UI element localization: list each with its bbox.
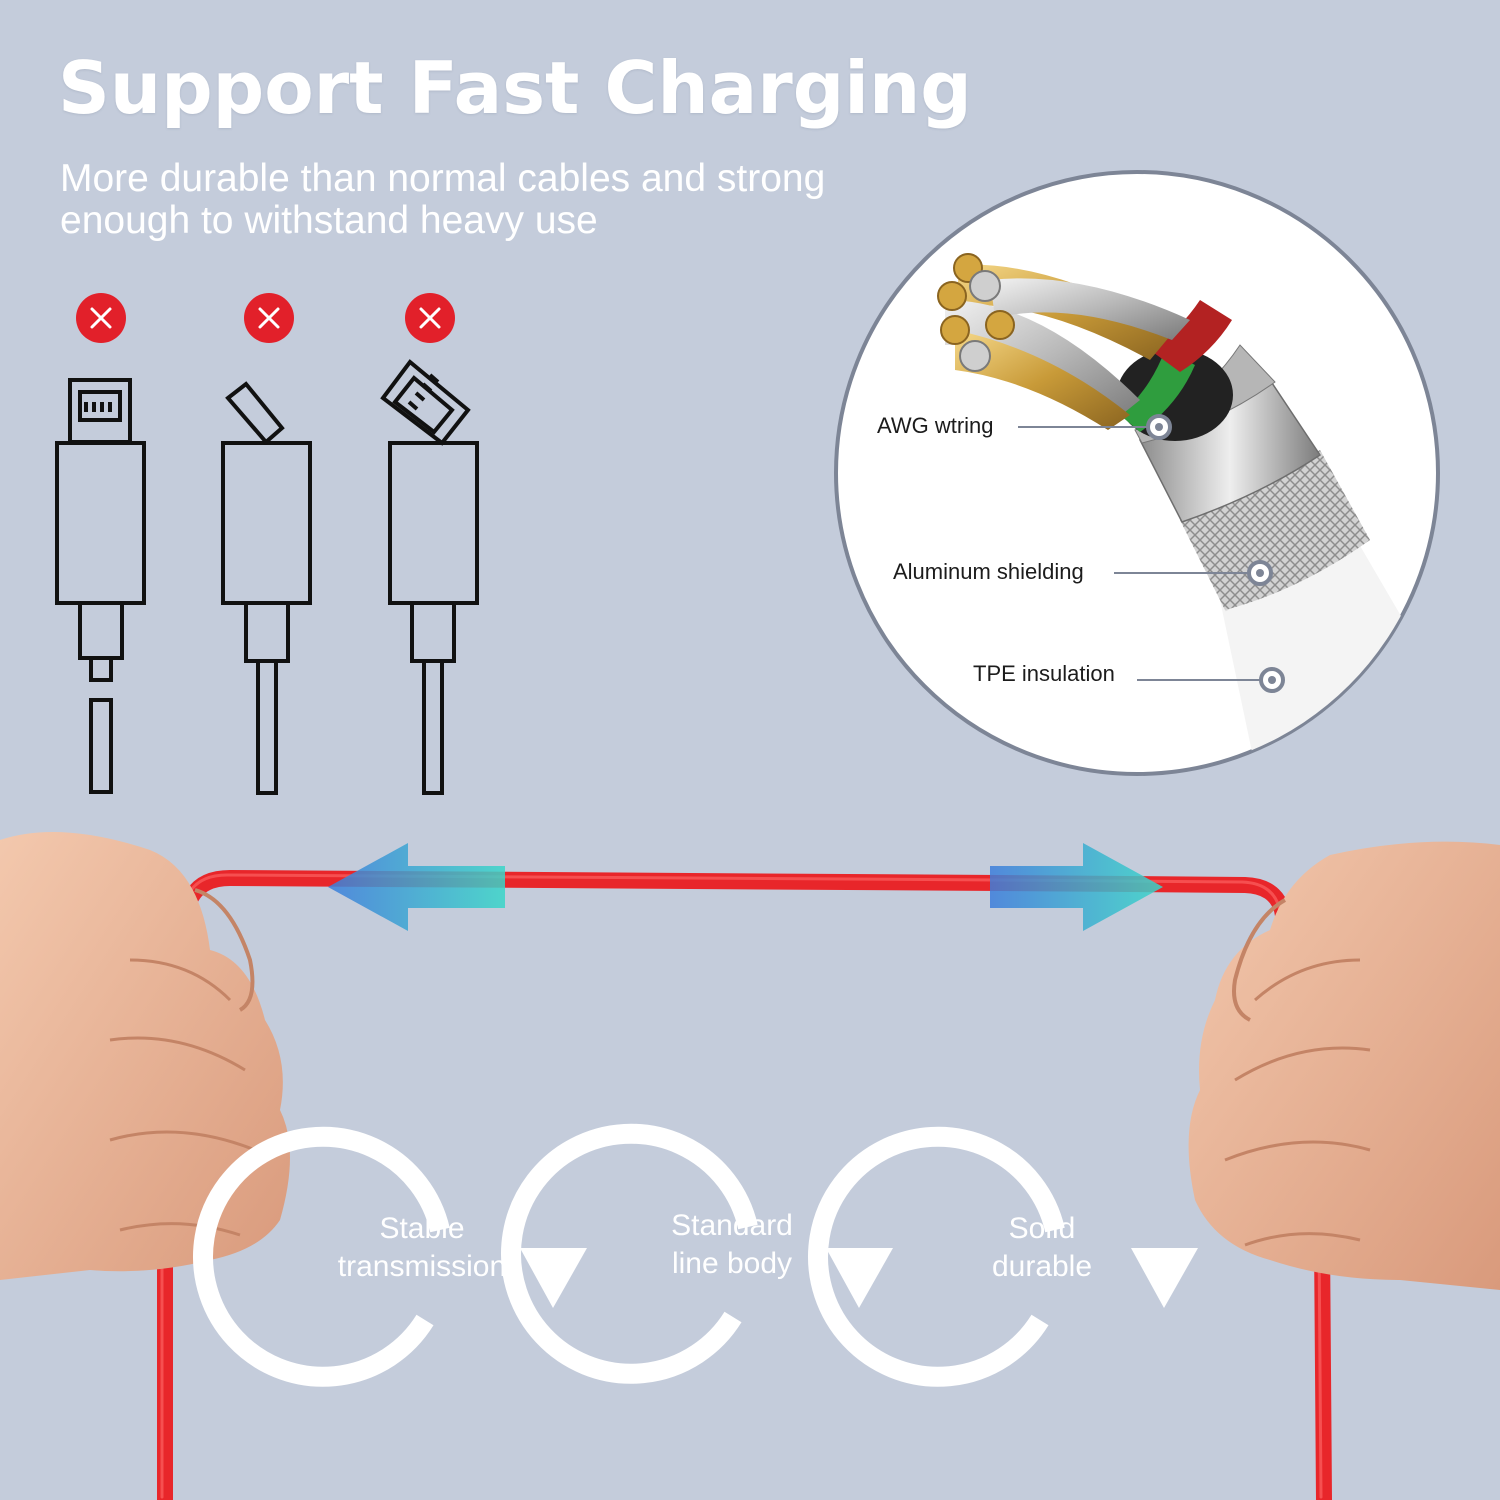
feature-line: Solid bbox=[1008, 1212, 1076, 1245]
close-icon bbox=[244, 293, 294, 343]
page-subtitle: More durable than normal cables and stro… bbox=[60, 158, 920, 242]
subtitle-line: More durable than normal cables and stro… bbox=[60, 157, 826, 200]
feature-stable-transmission: Stable transmission bbox=[302, 1210, 542, 1286]
feature-line: transmission bbox=[337, 1250, 507, 1283]
feature-line: Stable bbox=[379, 1212, 465, 1245]
lightning-connector-icon bbox=[380, 359, 479, 795]
feature-standard-line-body: Standard line body bbox=[612, 1207, 852, 1283]
red-cable bbox=[157, 869, 1332, 1500]
feature-line: durable bbox=[991, 1250, 1093, 1283]
callout-awg-wiring: AWG wtring bbox=[877, 413, 994, 438]
feature-line: Standard bbox=[671, 1209, 793, 1242]
callout-tpe-insulation: TPE insulation bbox=[973, 661, 1115, 686]
cable-cross-section bbox=[834, 170, 1440, 776]
circular-arrow-icon bbox=[193, 1126, 587, 1387]
circular-arrow-icon bbox=[501, 1123, 893, 1384]
page-title: Support Fast Charging bbox=[58, 46, 972, 130]
close-icon bbox=[405, 293, 455, 343]
feature-solid-durable: Solid durable bbox=[922, 1210, 1162, 1286]
lightning-connector-icon bbox=[55, 378, 146, 794]
hand-icon bbox=[1188, 841, 1500, 1290]
callout-aluminum-shielding: Aluminum shielding bbox=[893, 559, 1084, 584]
circular-arrow-icon bbox=[808, 1126, 1198, 1387]
lightning-connector-icon bbox=[221, 381, 312, 795]
hand-icon bbox=[0, 832, 290, 1280]
close-icon bbox=[76, 293, 126, 343]
feature-line: line body bbox=[671, 1247, 793, 1280]
subtitle-line: enough to withstand heavy use bbox=[60, 199, 598, 242]
double-arrow-icon bbox=[328, 843, 1163, 931]
